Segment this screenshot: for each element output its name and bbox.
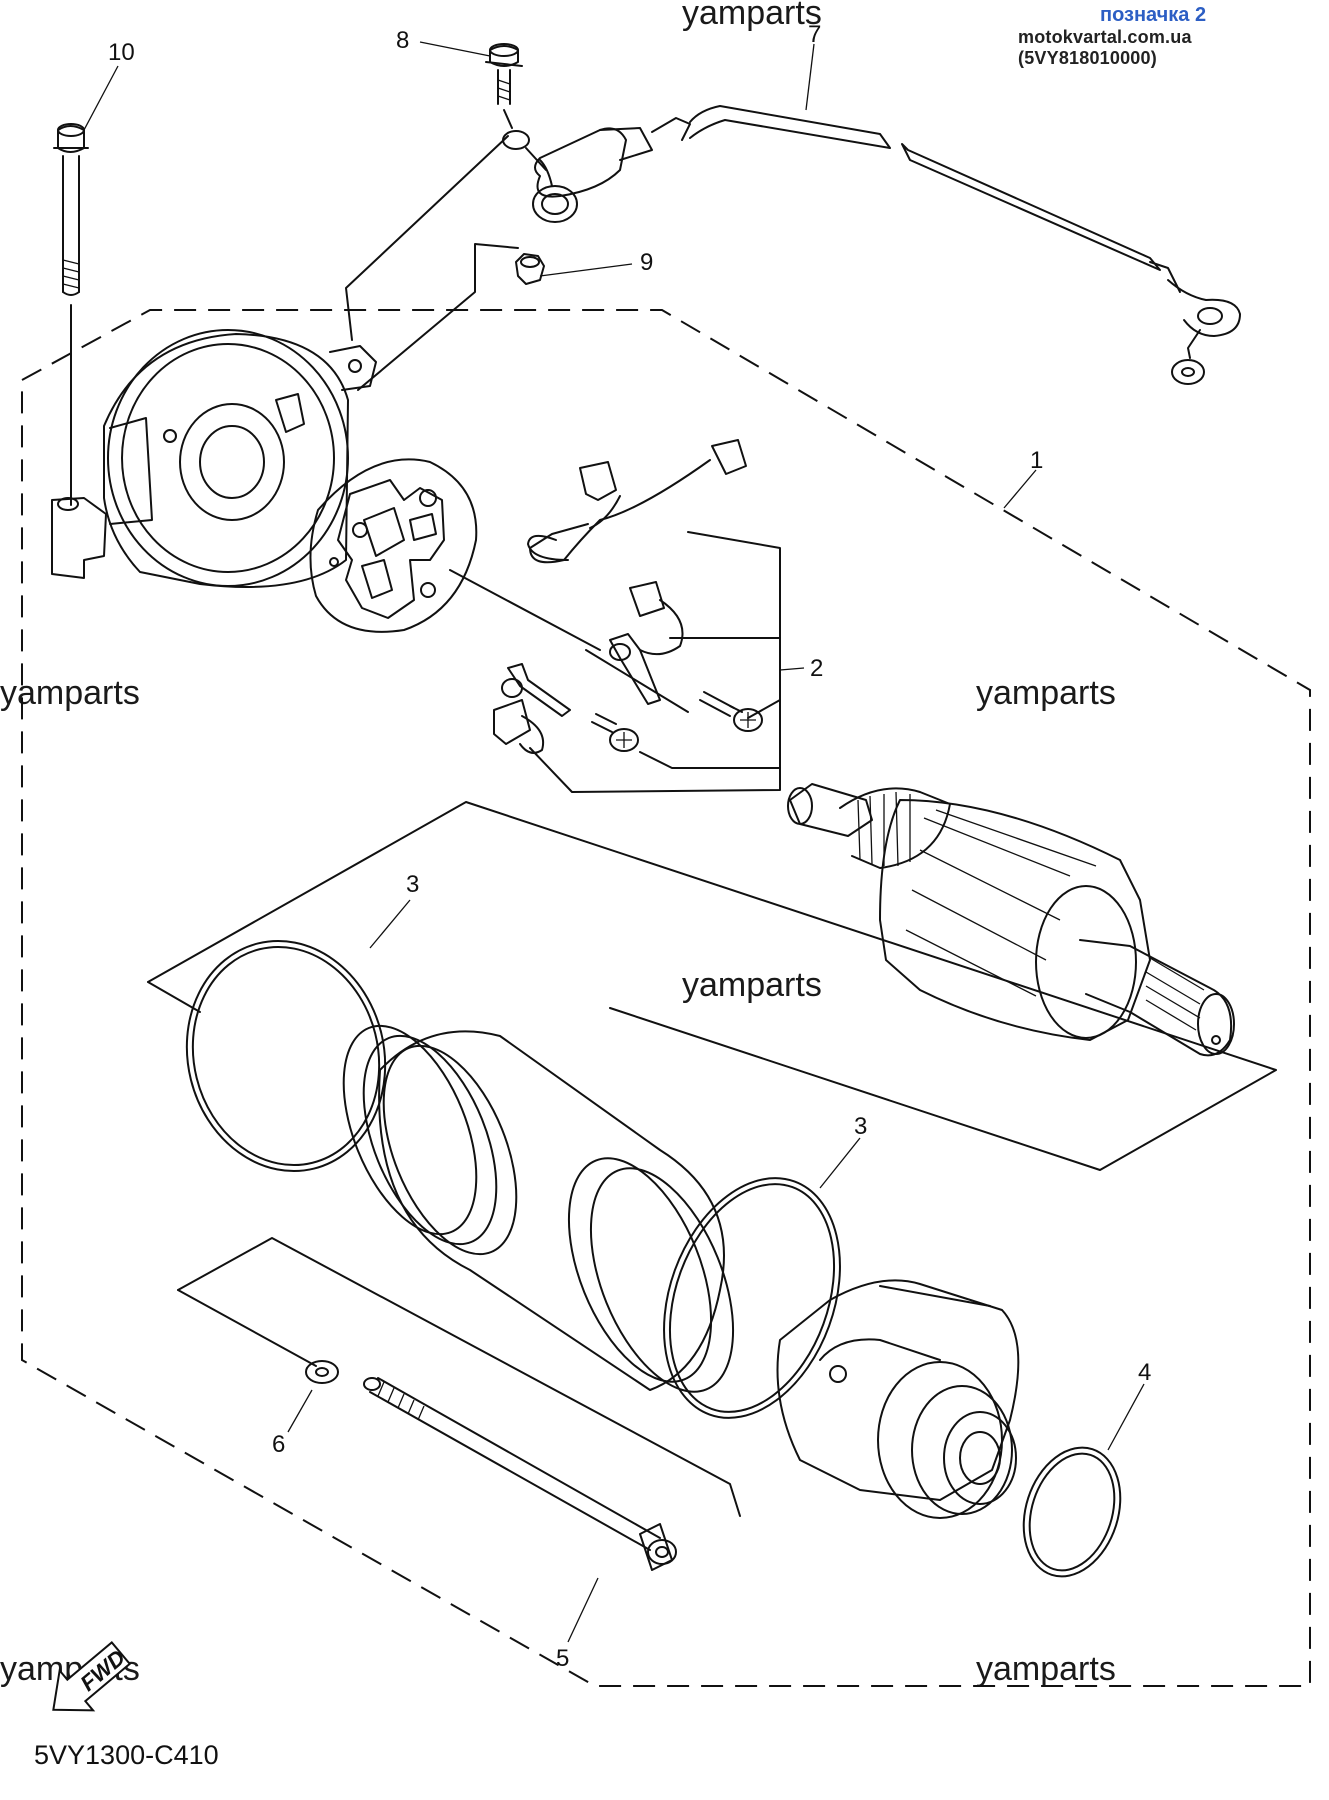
- rear-cover: [776, 1279, 1020, 1519]
- lead-wire-7: [502, 105, 1241, 385]
- watermark-center: yamparts: [682, 966, 822, 1004]
- callout-10: 10: [108, 39, 135, 66]
- nut-9: [515, 253, 545, 285]
- o-ring-3-right: [663, 1177, 841, 1419]
- diagram-code: 5VY1300-C410: [34, 1740, 219, 1770]
- long-bolt-10: [53, 123, 89, 506]
- callout-3-right: 3: [854, 1113, 867, 1140]
- watermark-bottom-right: yamparts: [976, 1650, 1116, 1688]
- callout-9: 9: [640, 249, 653, 276]
- callout-5: 5: [556, 1645, 569, 1672]
- front-cover: [51, 329, 377, 588]
- callout-7: 7: [808, 21, 821, 48]
- callout-4: 4: [1138, 1359, 1151, 1386]
- o-ring-4: [1022, 1446, 1122, 1578]
- watermark-top: yamparts: [682, 0, 822, 32]
- assembly-boundary: [21, 309, 1311, 1687]
- bolt-8: [485, 43, 523, 129]
- source-site: motokvartal.com.ua (5VY818010000): [1018, 27, 1192, 68]
- callout-1: 1: [1030, 447, 1043, 474]
- page-label: позначка 2: [1100, 4, 1207, 26]
- watermark-left: yamparts: [0, 674, 140, 712]
- washer-6: [305, 1360, 339, 1384]
- callout-3-left: 3: [406, 871, 419, 898]
- callout-2: 2: [810, 655, 823, 682]
- brush-holder-plate: [309, 458, 478, 633]
- yoke: [342, 1024, 735, 1393]
- watermark-right: yamparts: [976, 674, 1116, 712]
- fwd-arrow-icon: FWD: [52, 1641, 132, 1712]
- callout-6: 6: [272, 1431, 285, 1458]
- through-bolt-5: [363, 1377, 677, 1571]
- callout-8: 8: [396, 27, 409, 54]
- armature-1: [787, 783, 1235, 1057]
- brush-set-2: [493, 439, 763, 754]
- o-ring-3-left: [185, 939, 387, 1173]
